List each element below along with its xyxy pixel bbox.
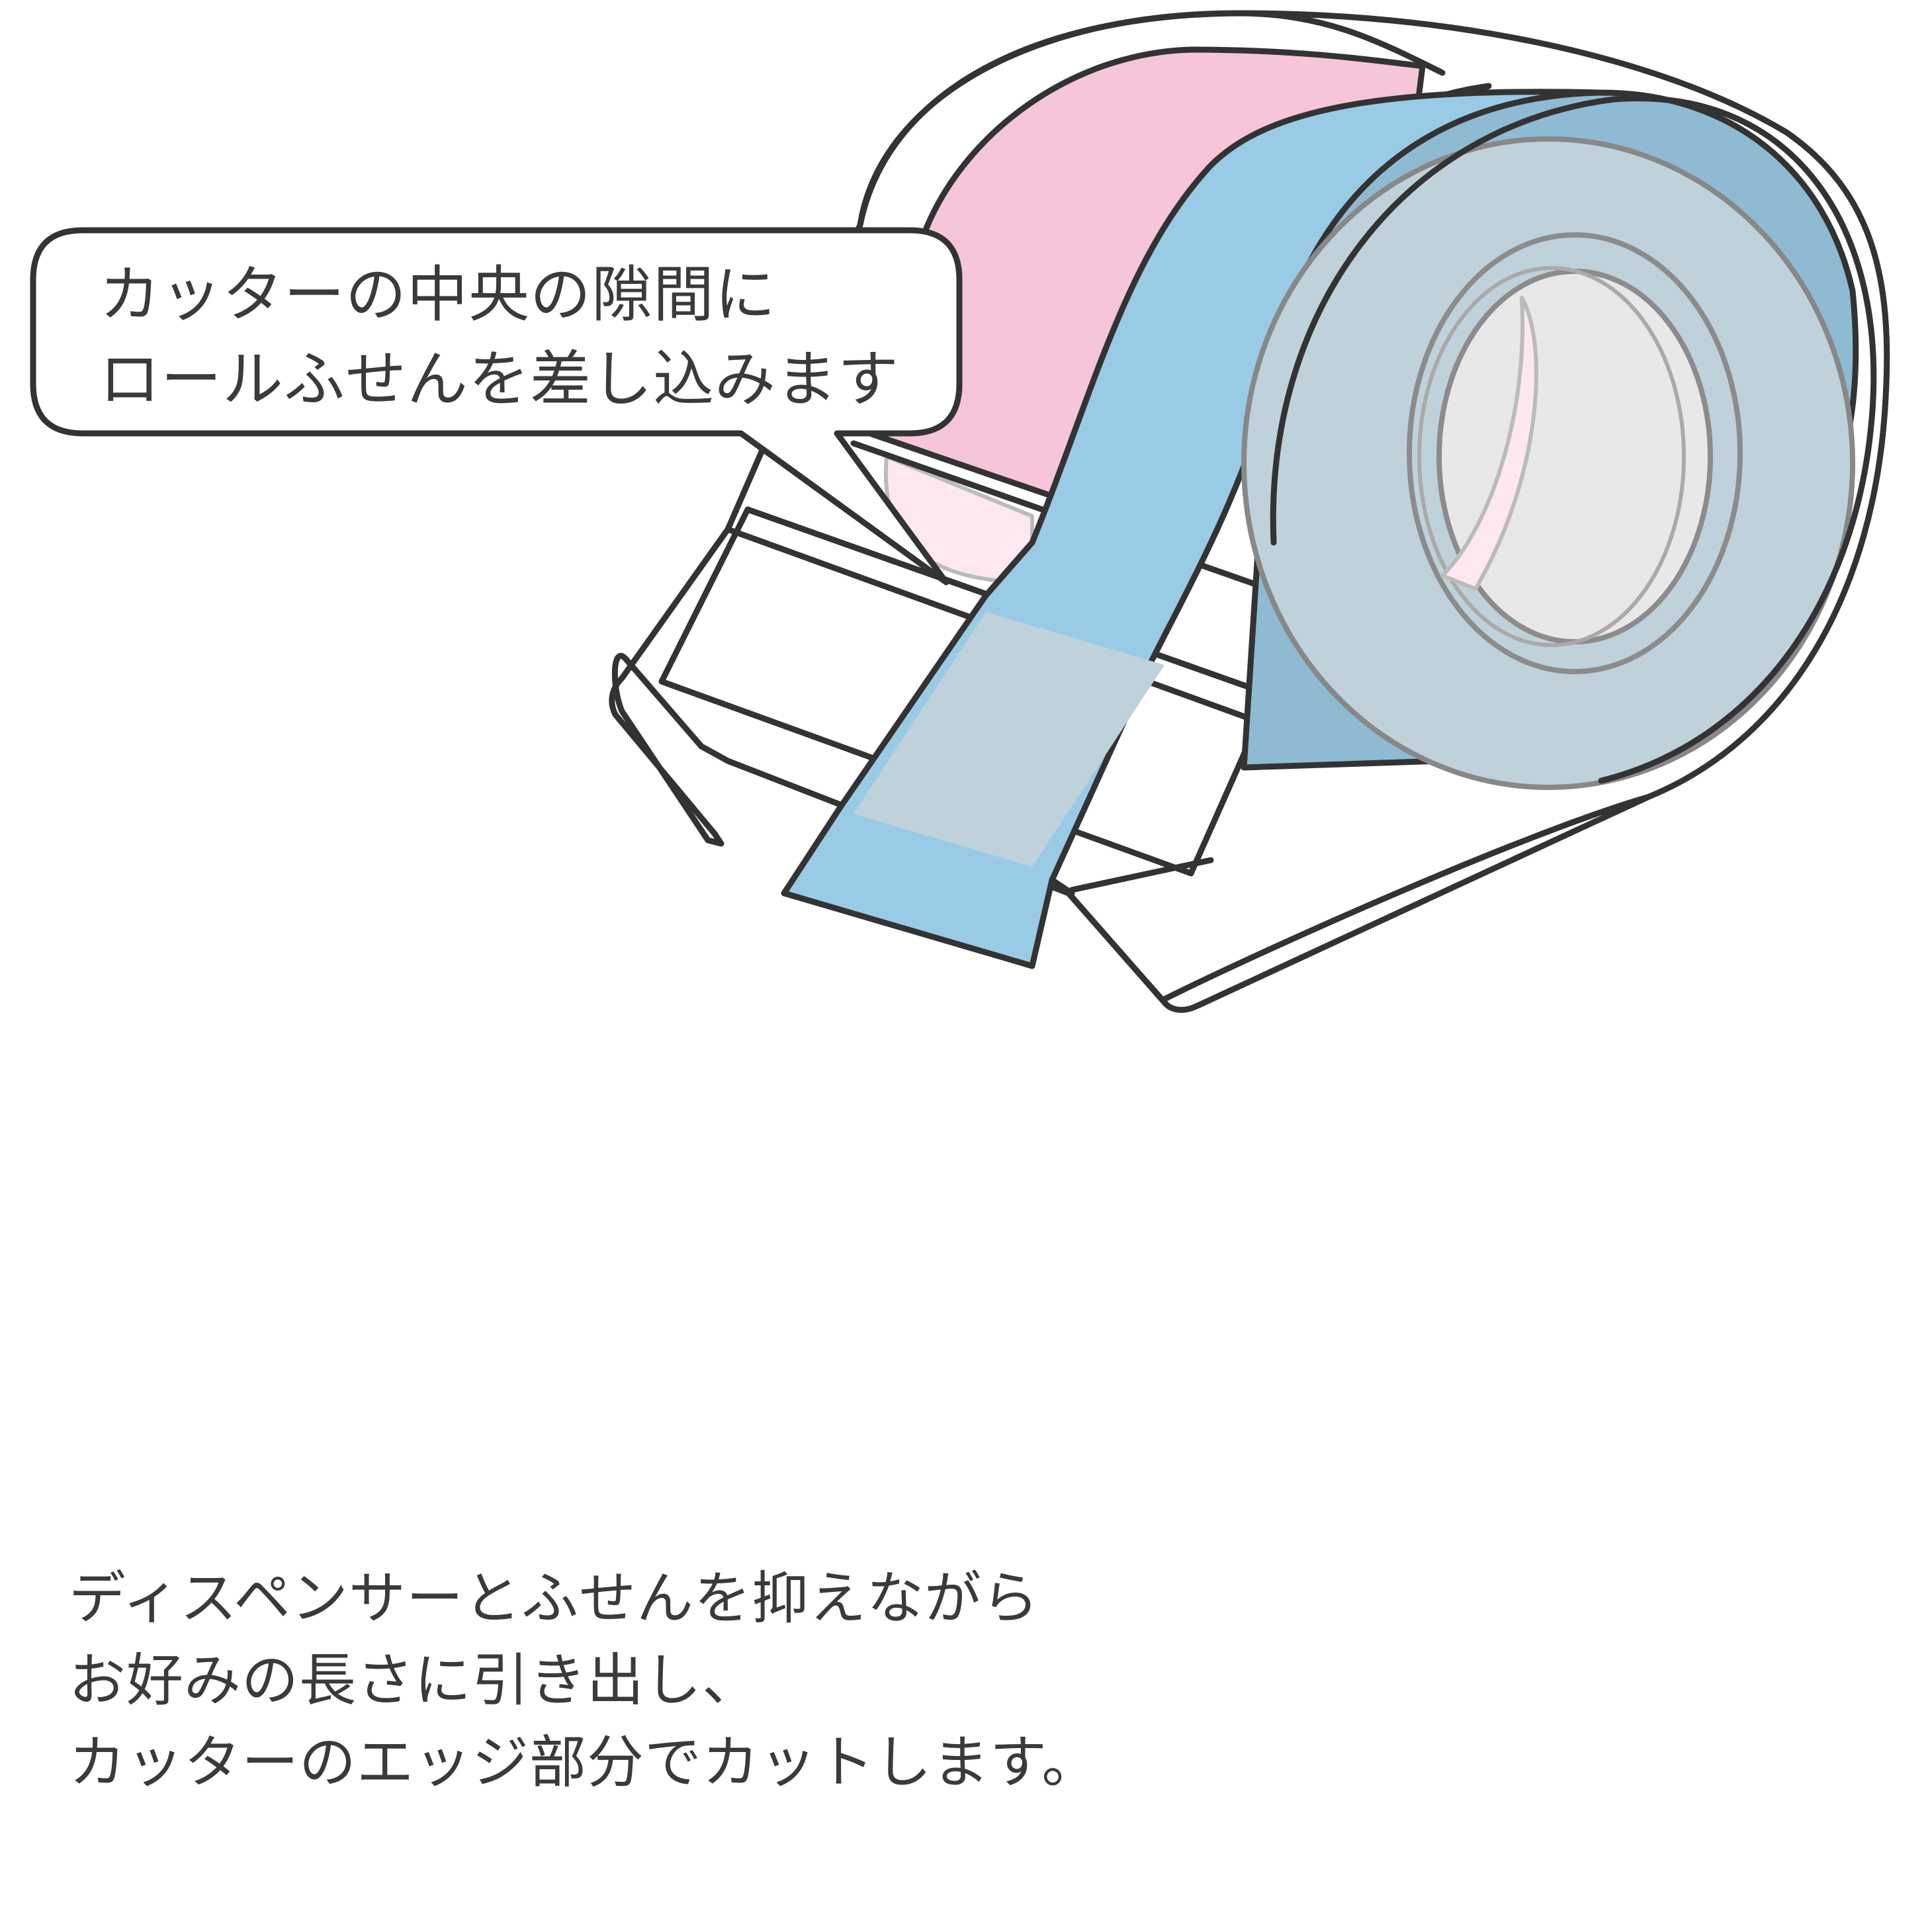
roll-core-ring (1417, 266, 1686, 647)
dispenser-base-edge (1049, 794, 1651, 1006)
tape-under-cutter (854, 612, 1164, 867)
callout-bubble-1-shape (30, 227, 963, 586)
callout-2-line-3: カッターのエッジ部分でカットします。 (69, 1730, 1100, 1796)
dispenser-housing-arc (857, 10, 1446, 228)
callout-1-line-2: ロールふせんを差し込みます (99, 344, 900, 415)
top-dispenser-illustration (609, 10, 1890, 1013)
callout-2-line-1: ディスペンサーとふせんを抑えながら (69, 1565, 1039, 1632)
callout-2-text: ディスペンサーとふせんを抑えながら お好みの長さに引き出し、 カッターのエッジ部… (69, 1558, 1099, 1804)
blue-roll-edge (1270, 95, 1877, 784)
callout-bubble-1 (30, 227, 963, 586)
callout-1-line-1: カッターの中央の隙間に (99, 259, 777, 330)
roll-core-inner (1436, 269, 1713, 644)
callout-2-line-2: お好みの長さに引き出し、 (69, 1647, 760, 1714)
core-pink-interior (1440, 296, 1538, 591)
callout-1-text: カッターの中央の隙間に ロールふせんを差し込みます (99, 253, 899, 422)
